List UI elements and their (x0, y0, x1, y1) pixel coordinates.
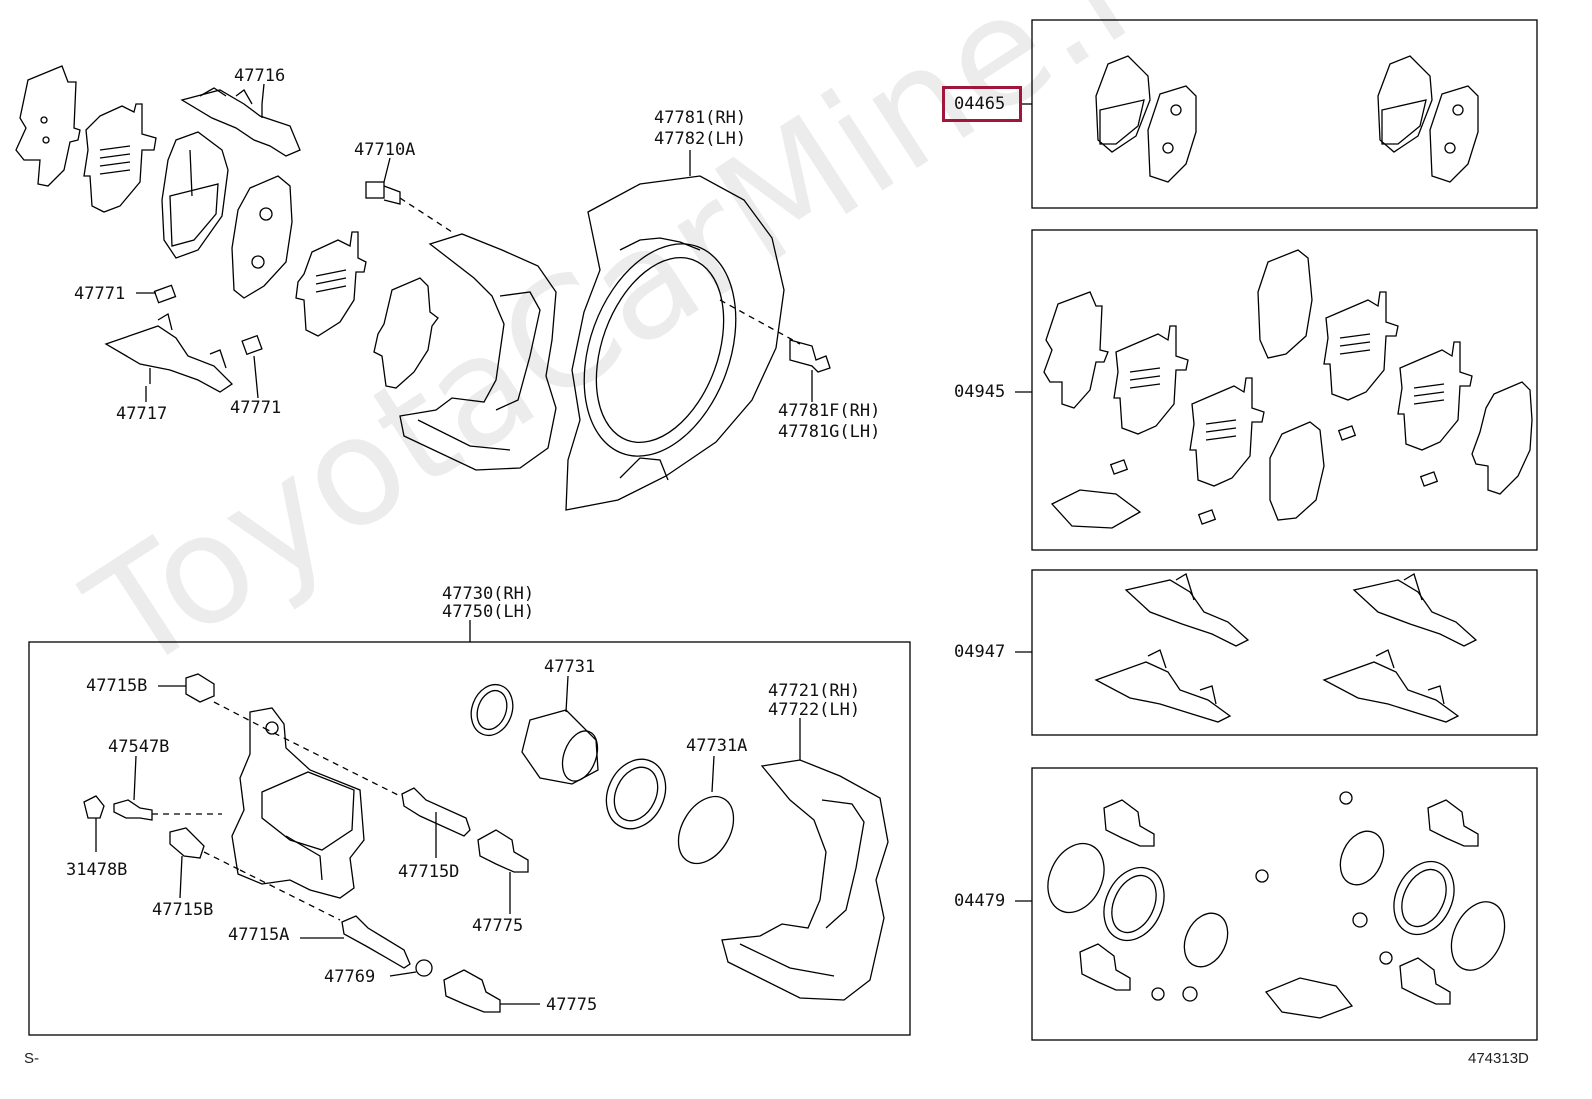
part-label-47781-rh[interactable]: 47781(RH) (654, 108, 747, 128)
kit-label-04479[interactable]: 04479 (954, 891, 1006, 911)
diagram-id: 474313D (1468, 1050, 1529, 1067)
boot-47775-lower (443, 969, 501, 1013)
disc-dust-shield (565, 175, 785, 511)
part-label-47730-rh[interactable]: 47730(RH) (442, 584, 535, 604)
part-label-47775-lower[interactable]: 47775 (546, 995, 598, 1015)
part-label-47715B-bottom[interactable]: 47715B (152, 900, 214, 920)
kit-04947-clips (1094, 573, 1478, 723)
piston-seal (470, 683, 514, 737)
anti-rattle-clip-lower (104, 312, 234, 393)
selected-part-highlight (942, 86, 1022, 122)
shim-inner-1 (295, 231, 367, 337)
part-label-47781F-rh[interactable]: 47781F(RH) (778, 401, 881, 421)
bushing-47769 (415, 959, 433, 977)
caliper-body (231, 707, 365, 899)
anti-squeal-shim-outer (15, 65, 81, 187)
kit-label-04945[interactable]: 04945 (954, 382, 1006, 402)
part-label-47782-lh[interactable]: 47782(LH) (654, 129, 747, 149)
pad-support-plate-top (180, 87, 301, 157)
kit-04945-shims (1043, 249, 1533, 529)
kit-frame-04945 (1031, 229, 1538, 551)
kit-label-04465[interactable]: 04465 (954, 94, 1006, 114)
part-label-47771-left[interactable]: 47771 (74, 284, 126, 304)
clip-47771a (153, 284, 177, 304)
part-label-47716[interactable]: 47716 (234, 66, 286, 86)
caliper-bracket-47721 (721, 759, 889, 1001)
anti-squeal-shim-plate (83, 103, 157, 213)
part-label-47715D[interactable]: 47715D (398, 862, 460, 882)
kit-04465-pads (1095, 55, 1479, 183)
piston-47731 (521, 709, 599, 785)
bolt-47710A (365, 181, 401, 205)
kit-frame-04947 (1031, 569, 1538, 736)
slide-pin-47715A (341, 915, 411, 969)
bleeder-47547B (113, 799, 153, 821)
part-label-47731[interactable]: 47731 (544, 657, 596, 677)
part-label-47750-lh[interactable]: 47750(LH) (442, 602, 535, 622)
bolt-47781F (789, 339, 831, 373)
shim-inner-2 (373, 277, 439, 389)
caliper-mounting-bracket (399, 233, 557, 471)
kit-frame-04479 (1031, 767, 1538, 1041)
brake-pad-inner (231, 175, 293, 299)
bolt-47715B-top (185, 673, 215, 703)
part-label-47771-right[interactable]: 47771 (230, 398, 282, 418)
part-label-47731A[interactable]: 47731A (686, 736, 748, 756)
bolt-47715B-bottom (169, 827, 205, 859)
part-label-47715B-top[interactable]: 47715B (86, 676, 148, 696)
bleeder-plug-31478B (83, 795, 105, 819)
part-label-47721-rh[interactable]: 47721(RH) (768, 681, 861, 701)
brake-pad-outer (161, 131, 229, 259)
footer-left-marker: S- (24, 1050, 39, 1067)
kit-label-04947[interactable]: 04947 (954, 642, 1006, 662)
part-label-31478B[interactable]: 31478B (66, 860, 128, 880)
part-label-47722-lh[interactable]: 47722(LH) (768, 700, 861, 720)
part-label-47769[interactable]: 47769 (324, 967, 376, 987)
part-label-47781G-lh[interactable]: 47781G(LH) (778, 422, 881, 442)
cylinder-boot (605, 758, 667, 830)
ring-47731A (677, 795, 735, 865)
boot-47775-upper (477, 829, 529, 873)
part-label-47717[interactable]: 47717 (116, 404, 168, 424)
part-label-47775-upper[interactable]: 47775 (472, 916, 524, 936)
clip-47771b (241, 334, 263, 356)
kit-frame-04465 (1031, 19, 1538, 209)
kit-04479-seals (1047, 791, 1506, 1019)
part-label-47715A[interactable]: 47715A (228, 925, 290, 945)
part-label-47710A[interactable]: 47710A (354, 140, 416, 160)
part-label-47547B[interactable]: 47547B (108, 737, 170, 757)
slide-pin-47715D (401, 787, 471, 837)
